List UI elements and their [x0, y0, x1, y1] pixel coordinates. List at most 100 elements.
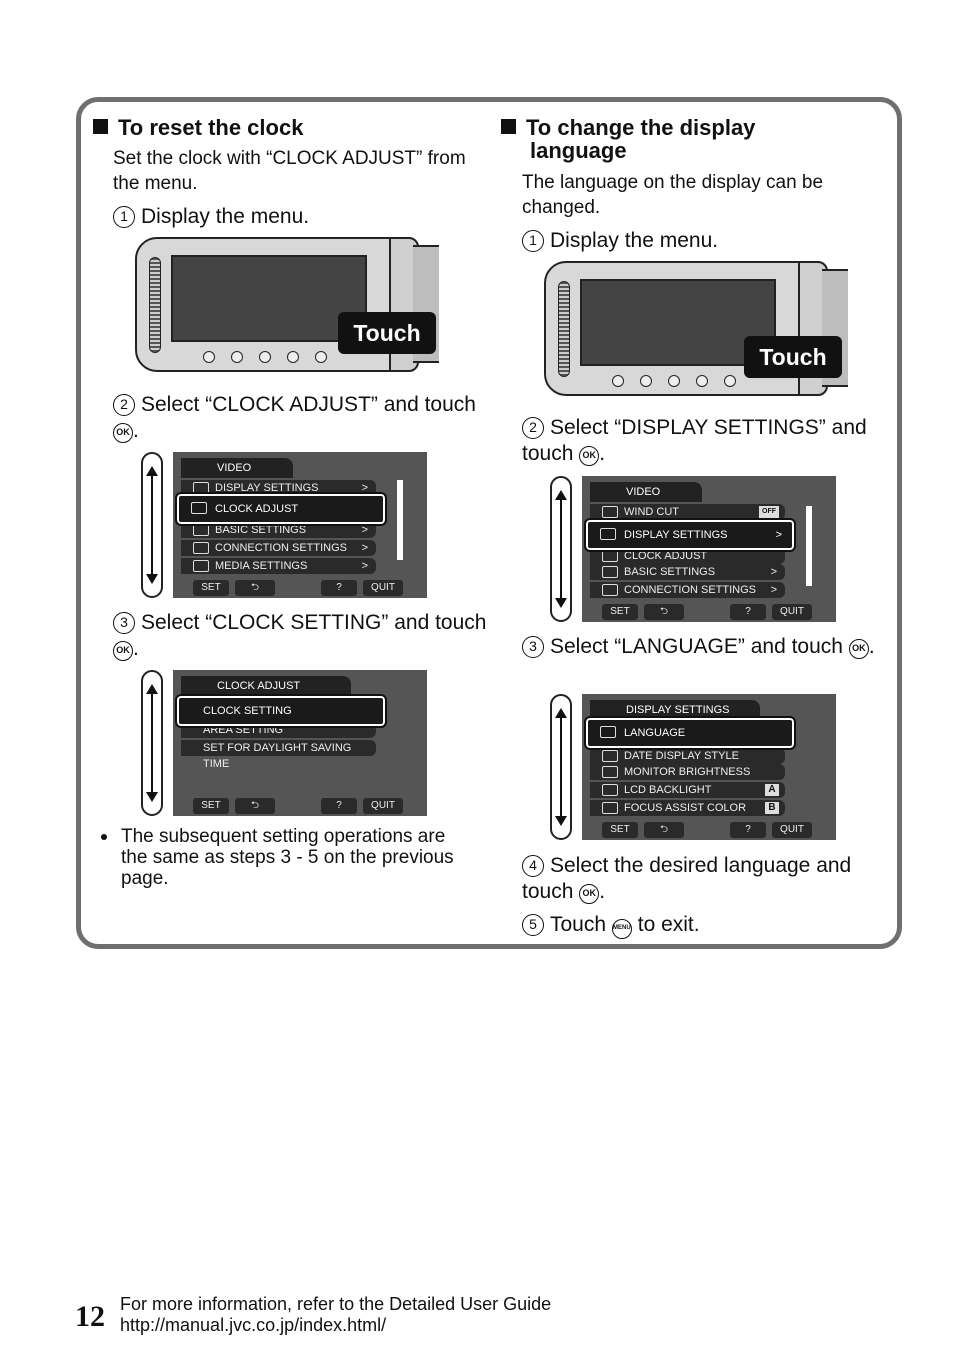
- arrow-down-icon: [555, 598, 567, 608]
- menu-row: CONNECTION SETTINGS>: [590, 582, 785, 598]
- camera-button: [231, 351, 243, 363]
- ok-icon: OK: [579, 884, 600, 904]
- menu-scrollbar: [397, 480, 403, 560]
- color-icon: [602, 802, 618, 814]
- menu-header: VIDEO: [590, 482, 702, 502]
- menu-row: MONITOR BRIGHTNESS: [590, 764, 785, 780]
- set-key: SET: [602, 822, 638, 838]
- note-bullet: The subsequent setting operations are th…: [101, 826, 461, 889]
- menu-highlight: LANGUAGE: [584, 716, 796, 750]
- back-key: ⮌: [644, 822, 684, 838]
- set-key: SET: [193, 580, 229, 596]
- menu-row: DATE DISPLAY STYLE: [590, 748, 785, 764]
- camcorder-illustration: Touch: [135, 237, 440, 372]
- camera-button: [668, 375, 680, 387]
- menu-row: BASIC SETTINGS>: [181, 522, 376, 538]
- menu-row: CONNECTION SETTINGS>: [181, 540, 376, 556]
- arrow-down-icon: [555, 816, 567, 826]
- menu-highlight: DISPLAY SETTINGS>: [584, 518, 796, 552]
- media-icon: [193, 560, 209, 572]
- scroll-arrows: [550, 694, 572, 840]
- square-bullet-icon: [501, 119, 516, 134]
- arrow-down-icon: [146, 792, 158, 802]
- brightness-icon: [602, 766, 618, 778]
- set-key: SET: [193, 798, 229, 814]
- menu-row: DISPLAY SETTINGS>: [181, 480, 376, 496]
- camera-button: [259, 351, 271, 363]
- bullet-dot-icon: [101, 834, 107, 840]
- square-bullet-icon: [93, 119, 108, 134]
- menu-icon: MENU: [611, 919, 632, 939]
- menu-row: CLOCK ADJUST: [590, 548, 785, 564]
- ok-icon: OK: [113, 423, 133, 443]
- back-key: ⮌: [235, 580, 275, 596]
- quit-key: QUIT: [772, 604, 812, 620]
- quit-key: QUIT: [363, 580, 403, 596]
- wind-icon: [602, 506, 618, 518]
- section-heading: To reset the clock: [93, 116, 303, 139]
- quit-key: QUIT: [363, 798, 403, 814]
- camcorder-illustration: Touch: [544, 261, 849, 396]
- backlight-icon: [602, 784, 618, 796]
- scroll-arrows: [141, 670, 163, 816]
- intro-text: The language on the display can be chang…: [522, 172, 824, 218]
- tools-icon: [193, 524, 209, 536]
- connection-icon: [602, 584, 618, 596]
- back-key: ⮌: [644, 604, 684, 620]
- clock-icon: [191, 502, 207, 514]
- menu-header: CLOCK ADJUST: [181, 676, 351, 696]
- menu-screen-display-settings: DISPLAY SETTINGS DATE DISPLAY STYLE MONI…: [550, 694, 836, 840]
- help-key: ?: [730, 604, 766, 620]
- arrow-up-icon: [146, 466, 158, 476]
- footer-url[interactable]: http://manual.jvc.co.jp/index.html/: [120, 1315, 387, 1335]
- page-number: 12: [75, 1300, 105, 1333]
- menu-header: VIDEO: [181, 458, 293, 478]
- section-heading-line2: language: [530, 138, 627, 163]
- intro-text: Set the clock with “CLOCK ADJUST” from t…: [113, 148, 466, 194]
- ok-icon: OK: [579, 446, 600, 466]
- menu-row: SET FOR DAYLIGHT SAVING TIME: [181, 740, 376, 770]
- menu-row: AREA SETTING: [181, 722, 376, 738]
- connection-icon: [193, 542, 209, 554]
- display-icon: [193, 482, 209, 494]
- touch-callout: Touch: [338, 312, 436, 354]
- menu-screen-video: VIDEO DISPLAY SETTINGS> BASIC SETTINGS> …: [141, 452, 427, 598]
- footer-note: For more information, refer to the Detai…: [120, 1294, 552, 1335]
- scroll-arrows: [550, 476, 572, 622]
- display-icon: [600, 528, 616, 540]
- back-key: ⮌: [235, 798, 275, 814]
- clock-icon: [602, 550, 618, 562]
- arrow-down-icon: [146, 574, 158, 584]
- menu-button: [724, 375, 736, 387]
- tools-icon: [602, 566, 618, 578]
- set-key: SET: [602, 604, 638, 620]
- ok-icon: OK: [848, 639, 869, 659]
- touch-callout: Touch: [744, 336, 842, 378]
- help-key: ?: [730, 822, 766, 838]
- lcd-screen: [580, 279, 776, 366]
- menu-highlight: CLOCK SETTING: [175, 694, 387, 728]
- camera-button: [203, 351, 215, 363]
- ok-icon: OK: [113, 641, 133, 661]
- section-heading: To change the display: [501, 116, 755, 139]
- arrow-up-icon: [555, 708, 567, 718]
- help-key: ?: [321, 798, 357, 814]
- menu-highlight: CLOCK ADJUST: [175, 492, 387, 526]
- speaker-grille: [149, 257, 161, 353]
- arrow-up-icon: [146, 684, 158, 694]
- menu-header: DISPLAY SETTINGS: [590, 700, 760, 720]
- lcd-screen: [171, 255, 367, 342]
- instruction-frame: To reset the clock Set the clock with “C…: [76, 97, 902, 949]
- camera-button: [640, 375, 652, 387]
